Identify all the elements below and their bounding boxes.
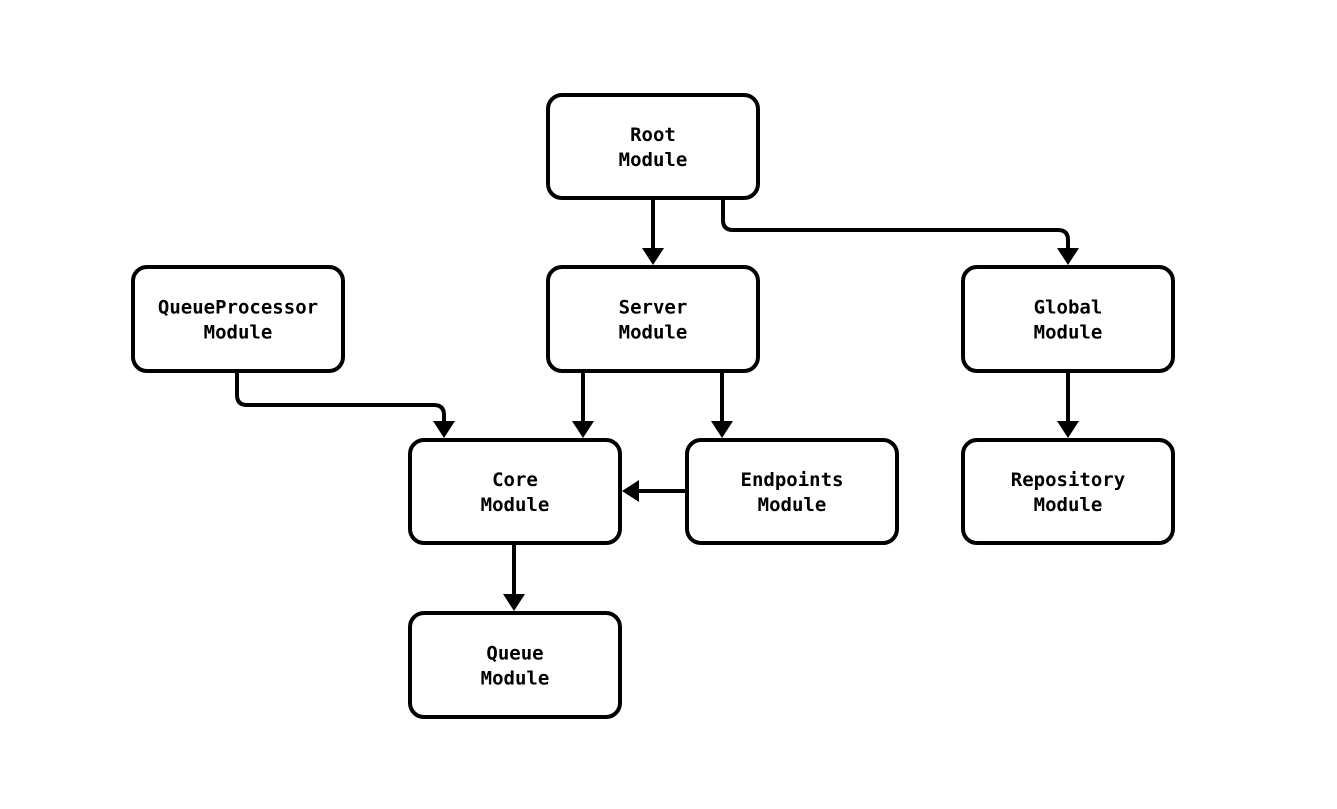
node-label-line1: Queue bbox=[486, 643, 543, 665]
node-label-line2: Module bbox=[619, 322, 688, 344]
edge-line bbox=[721, 198, 1070, 249]
node-label-line2: Module bbox=[204, 322, 273, 344]
node-label-line2: Module bbox=[1034, 494, 1103, 516]
node-label-line2: Module bbox=[481, 494, 550, 516]
edge-queueprocessor-to-core bbox=[235, 371, 455, 438]
node-box[interactable] bbox=[408, 611, 622, 719]
node-label-line1: Root bbox=[630, 124, 676, 146]
node-label-line1: Endpoints bbox=[741, 469, 844, 491]
edge-endpoints-to-core bbox=[622, 480, 687, 502]
node-label-line1: Core bbox=[492, 469, 538, 491]
arrowhead-icon bbox=[1057, 421, 1079, 438]
node-label-line2: Module bbox=[481, 668, 550, 690]
arrowhead-icon bbox=[572, 421, 594, 438]
arrowhead-icon bbox=[503, 594, 525, 611]
nodes-layer: RootModuleQueueProcessorModuleServerModu… bbox=[131, 93, 1175, 719]
node-label-line2: Module bbox=[619, 149, 688, 171]
node-box[interactable] bbox=[408, 438, 622, 545]
node-box[interactable] bbox=[961, 438, 1175, 545]
node-box[interactable] bbox=[131, 265, 345, 373]
arrowhead-icon bbox=[1057, 248, 1079, 265]
node-label-line1: Global bbox=[1034, 297, 1103, 319]
node-box[interactable] bbox=[546, 265, 760, 373]
edge-global-to-repository bbox=[1057, 371, 1079, 438]
edge-root-to-global bbox=[721, 198, 1079, 265]
arrowhead-icon bbox=[711, 421, 733, 438]
edge-line bbox=[235, 371, 446, 422]
node-label-line2: Module bbox=[758, 494, 827, 516]
edge-core-to-queue bbox=[503, 543, 525, 611]
node-box[interactable] bbox=[546, 93, 760, 200]
node-label-line1: Repository bbox=[1011, 469, 1125, 491]
edge-server-to-endpoints bbox=[711, 371, 733, 438]
arrowhead-icon bbox=[622, 480, 639, 502]
arrowhead-icon bbox=[433, 421, 455, 438]
edge-root-to-server bbox=[642, 198, 664, 265]
node-label-line2: Module bbox=[1034, 322, 1103, 344]
node-label-line1: Server bbox=[619, 297, 688, 319]
node-label-line1: QueueProcessor bbox=[158, 297, 318, 319]
edge-server-to-core bbox=[572, 371, 594, 438]
arrowhead-icon bbox=[642, 248, 664, 265]
node-box[interactable] bbox=[685, 438, 899, 545]
node-box[interactable] bbox=[961, 265, 1175, 373]
edges-layer bbox=[235, 198, 1079, 611]
